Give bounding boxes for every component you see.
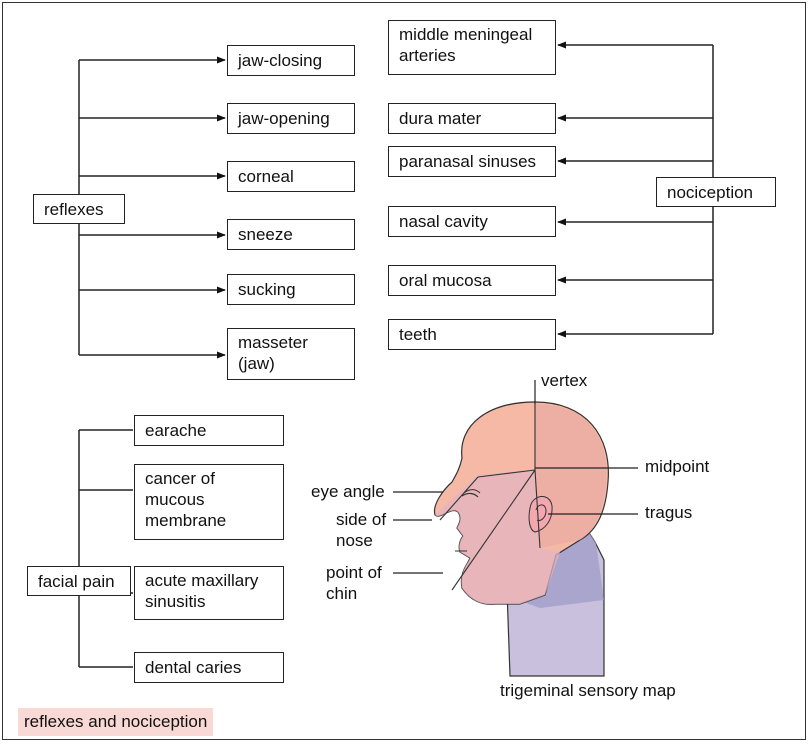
nociception-root-box: nociception [656,177,776,207]
reflex-sucking: sucking [227,274,355,305]
label-tragus: tragus [645,503,693,522]
nociception-middle-meningeal-arteries: middle meningeal arteries [388,20,556,75]
head-map-caption: trigeminal sensory map [500,681,676,700]
label-eye-angle: eye angle [311,482,385,501]
reflex-sneeze: sneeze [227,219,355,250]
face-lower-region [435,470,560,605]
facial-pain-root-box: facial pain [27,566,131,596]
facial-pain-cancer-mucous-membrane: cancer of mucous membrane [134,464,284,540]
back-head-region [535,404,607,548]
nociception-nasal-cavity: nasal cavity [388,206,556,237]
facial-pain-dental-caries: dental caries [134,652,284,683]
facial-pain-earache: earache [134,415,284,446]
figure-caption: reflexes and nociception [18,708,214,736]
label-midpoint: midpoint [645,457,710,476]
label-side-of-nose: side of nose [336,510,387,550]
reflex-masseter: masseter (jaw) [227,328,355,380]
head-illustration [433,401,609,677]
reflex-jaw-closing: jaw-closing [227,45,355,76]
nociception-dura-mater: dura mater [388,103,556,134]
reflexes-root-box: reflexes [33,194,125,224]
facial-pain-acute-maxillary-sinusitis: acute maxillary sinusitis [134,566,284,620]
ear-shape [528,496,553,533]
head-pointer-lines [393,380,638,574]
nociception-oral-mucosa: oral mucosa [388,265,556,296]
nociception-paranasal-sinuses: paranasal sinuses [388,146,556,177]
facial-pain-tree [78,429,133,668]
reflex-jaw-opening: jaw-opening [227,103,355,134]
eye [461,492,479,498]
reflex-corneal: corneal [227,161,355,192]
label-vertex: vertex [541,371,588,390]
reflexes-tree [78,56,226,359]
label-point-of-chin: point of chin [326,563,382,603]
nociception-teeth: teeth [388,319,556,350]
